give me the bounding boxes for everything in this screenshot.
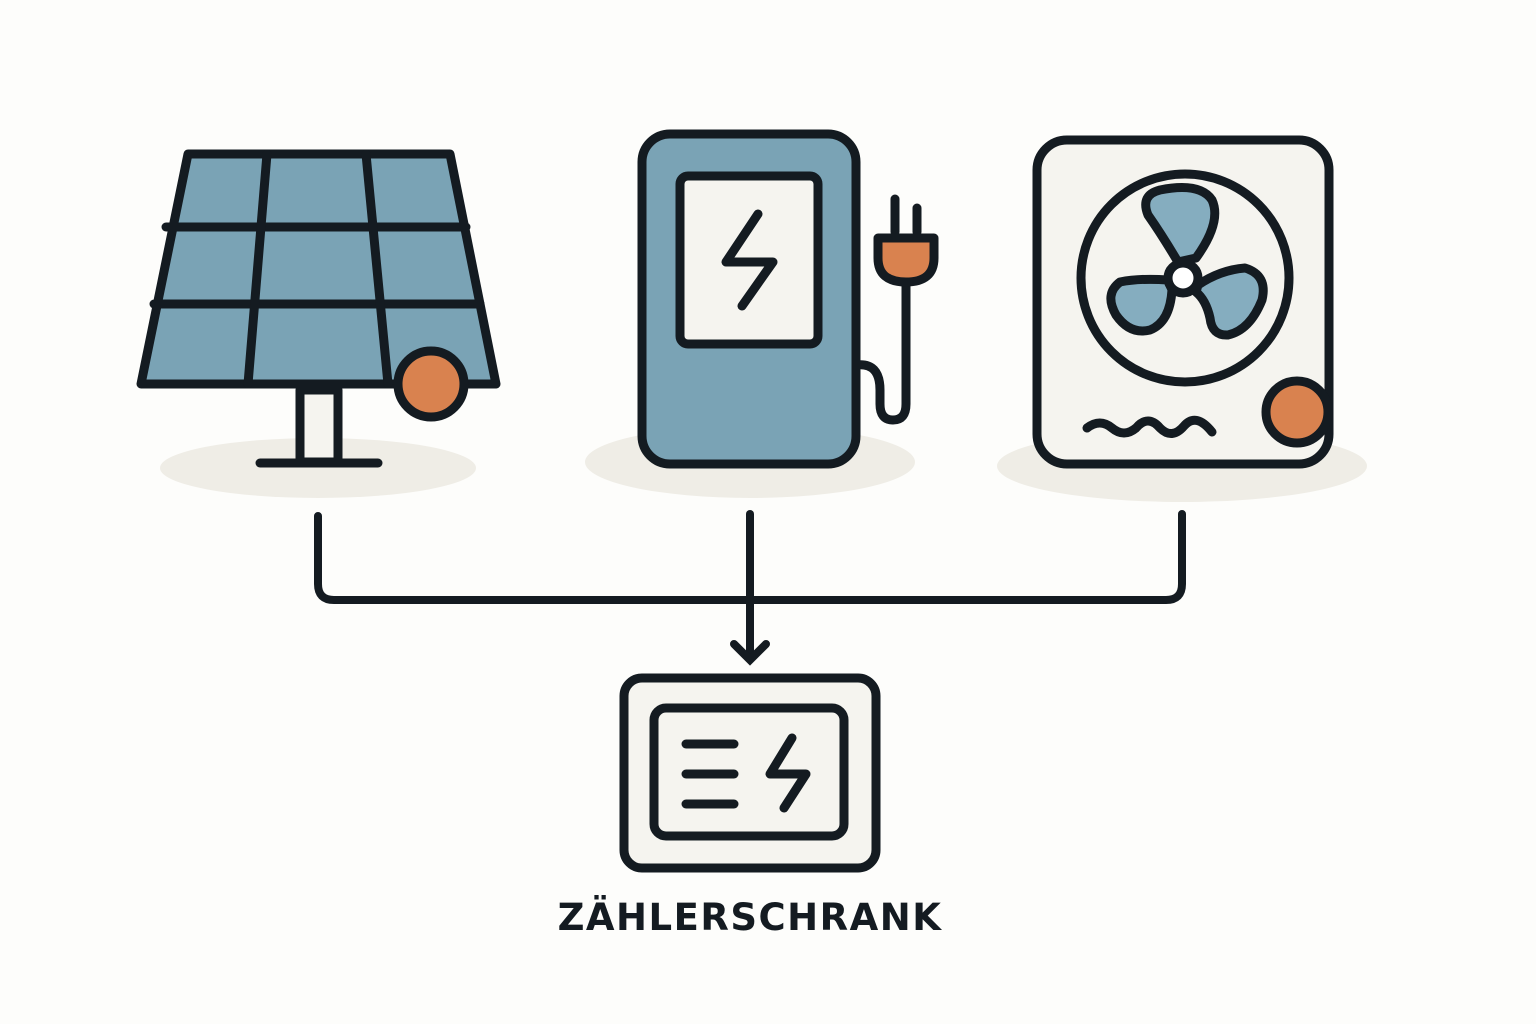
fan-icon [1106, 183, 1268, 340]
solar-panel-icon [136, 149, 501, 468]
arrow-head-icon [730, 640, 770, 666]
wallbox-icon [637, 129, 939, 469]
solar-status-dot [393, 346, 469, 422]
connector-lines [314, 510, 1186, 666]
meter-cabinet-label: ZÄHLERSCHRANK [557, 896, 943, 939]
lightning-icon [765, 733, 811, 813]
meter-cabinet-icon [619, 673, 881, 873]
plug-icon [873, 194, 939, 287]
heat-wave-icon [1082, 415, 1217, 438]
lightning-icon [721, 209, 778, 311]
heatpump-status-dot [1261, 376, 1333, 448]
solar-shadow [160, 438, 476, 498]
charger-cable [851, 280, 911, 425]
heat-pump-icon [1032, 135, 1334, 469]
